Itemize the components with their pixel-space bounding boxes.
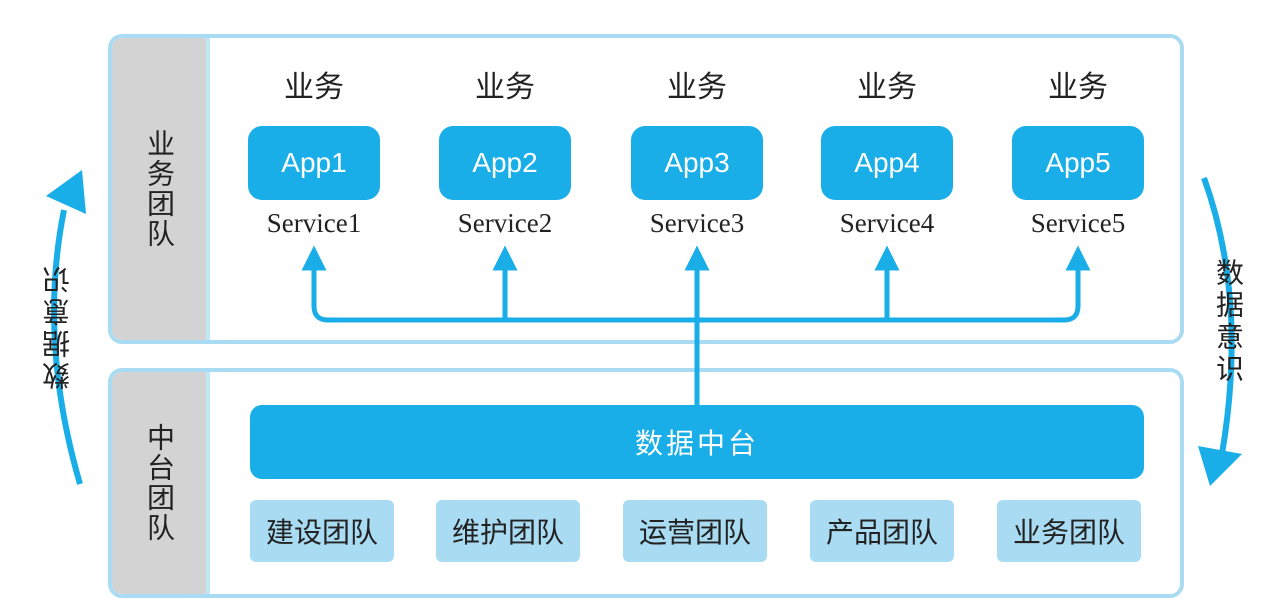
app-box-3: App3 bbox=[631, 126, 763, 200]
platform-team-side: 中台团队 bbox=[112, 372, 210, 594]
data-platform-bar: 数据中台 bbox=[250, 405, 1144, 479]
service-label-4: Service4 bbox=[839, 208, 935, 238]
team-box-build: 建设团队 bbox=[250, 500, 394, 562]
platform-team-panel: 中台团队 bbox=[108, 368, 1184, 598]
team-box-business: 业务团队 bbox=[997, 500, 1141, 562]
team-box-product: 产品团队 bbox=[810, 500, 954, 562]
app-box-2: App2 bbox=[439, 126, 571, 200]
left-arrow-head bbox=[46, 170, 86, 214]
right-data-awareness-label: 数据意识 bbox=[1212, 258, 1245, 386]
business-label-5: 业务 bbox=[1048, 70, 1108, 105]
service-label-2: Service2 bbox=[457, 208, 553, 238]
service-label-1: Service1 bbox=[266, 208, 362, 238]
app-box-5: App5 bbox=[1012, 126, 1144, 200]
team-box-maintain: 维护团队 bbox=[436, 500, 580, 562]
business-label-3: 业务 bbox=[667, 70, 727, 105]
business-label-2: 业务 bbox=[475, 70, 535, 105]
business-team-label: 业务团队 bbox=[143, 129, 176, 249]
platform-team-label: 中台团队 bbox=[143, 423, 176, 543]
business-team-side: 业务团队 bbox=[112, 38, 210, 340]
right-arrow-head bbox=[1198, 446, 1242, 486]
app-box-1: App1 bbox=[248, 126, 380, 200]
service-label-3: Service3 bbox=[649, 208, 745, 238]
team-box-operate: 运营团队 bbox=[623, 500, 767, 562]
left-data-awareness-label: 数据意识 bbox=[41, 262, 74, 390]
business-label-4: 业务 bbox=[857, 70, 917, 105]
service-label-5: Service5 bbox=[1030, 208, 1126, 238]
business-label-1: 业务 bbox=[284, 70, 344, 105]
app-box-4: App4 bbox=[821, 126, 953, 200]
